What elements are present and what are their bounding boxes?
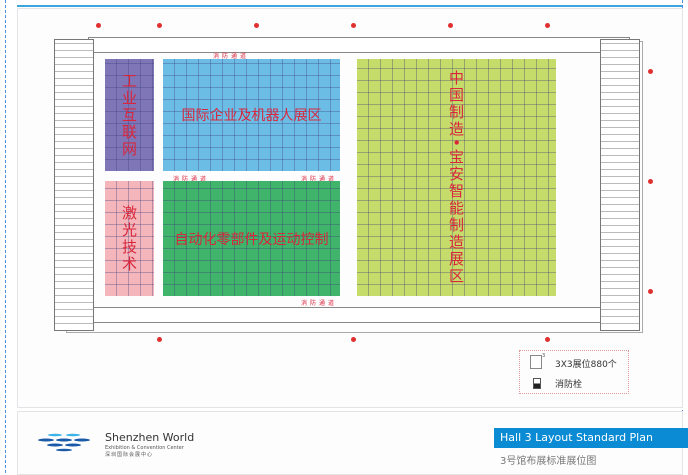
hydrant-icon <box>351 337 356 342</box>
fire-lane-label: 消防通道 <box>213 53 250 60</box>
zone-laser: 激光技术 <box>105 181 154 296</box>
zone-label: 工业互联网 <box>120 72 138 158</box>
floor-plan-card: 消防通道 消防通道 消防通道 消防通道 工业互联网 国际企业及机器人展区 激光技… <box>17 8 683 408</box>
zone-automation: 自动化零部件及运动控制 <box>163 181 340 296</box>
zone-made-in-china-baoan: 中国制造•宝安智能制造展区 <box>357 59 556 296</box>
legend-hydrant-text: 消防栓 <box>555 380 583 390</box>
hydrant-icon <box>448 23 453 28</box>
legend-booth-text: 3X3展位880个 <box>555 360 617 370</box>
hydrant-icon <box>648 179 653 184</box>
brand-cn: 深圳国际会展中心 <box>105 452 154 458</box>
hydrant-icon <box>351 23 356 28</box>
fire-lane-label: 消防通道 <box>301 300 338 307</box>
hydrant-icon <box>157 337 162 342</box>
zone-label: 国际企业及机器人展区 <box>181 108 322 124</box>
brand-subtitle: Exhibition & Convention Center <box>105 445 184 451</box>
top-corridor <box>88 37 630 53</box>
left-service-wing <box>54 39 94 331</box>
title-cn: 3号馆布展标准展位图 <box>500 456 597 467</box>
hydrant-icon <box>254 23 259 28</box>
bottom-corridor <box>88 307 630 323</box>
hydrant-legend-icon <box>533 378 541 389</box>
hydrant-icon <box>545 337 550 342</box>
brand-name: Shenzhen World <box>105 431 195 444</box>
top-rule <box>17 5 682 7</box>
hydrant-icon <box>648 289 653 294</box>
booth-icon <box>530 355 542 369</box>
zone-industrial-internet: 工业互联网 <box>105 59 154 171</box>
hydrant-icon <box>157 23 162 28</box>
zone-label: 激光技术 <box>120 204 138 273</box>
zone-international-robots: 国际企业及机器人展区 <box>163 59 340 171</box>
title-banner: Hall 3 Layout Standard Plan <box>494 428 688 448</box>
fire-lane-label: 消防通道 <box>173 176 210 183</box>
hydrant-icon <box>96 23 101 28</box>
zone-label: 自动化零部件及运动控制 <box>174 231 329 248</box>
zone-label: 中国制造•宝安智能制造展区 <box>447 70 465 285</box>
booth-size-label: 3 <box>542 353 546 359</box>
hydrant-icon <box>648 69 653 74</box>
fire-lane-label: 消防通道 <box>301 176 338 183</box>
right-service-wing <box>600 39 640 331</box>
legend: 3 3X3展位880个 消防栓 <box>519 350 629 394</box>
hydrant-icon <box>545 23 550 28</box>
logo-icon <box>38 433 90 452</box>
